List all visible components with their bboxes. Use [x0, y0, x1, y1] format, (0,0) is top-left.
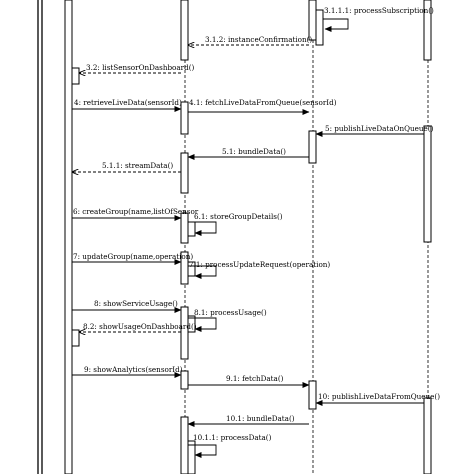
- message-arrow: [188, 265, 217, 279]
- activation-bar: [308, 130, 317, 164]
- message-label: 5.1: bundleData(): [222, 147, 286, 156]
- message-label: 8: showServiceUsage(): [94, 299, 178, 308]
- activation-bar: [308, 380, 317, 410]
- activation-bar: [308, 0, 317, 41]
- activation-bar: [315, 9, 324, 46]
- activation-bar: [187, 261, 196, 277]
- message-label: 5: publishLiveDataOnQueue(): [325, 124, 434, 133]
- activation-bar: [180, 416, 189, 474]
- message-label: 3.2: listSensorOnDashboard(): [86, 63, 195, 72]
- message-label: 7: updateGroup(name,operation): [73, 252, 193, 261]
- message-arrow: [188, 317, 217, 332]
- message-label: 6: createGroup(name,listOfSensor: [73, 207, 199, 216]
- activation-bar: [187, 221, 196, 237]
- activation-bar: [180, 101, 189, 135]
- message-label: 5.1.1: streamData(): [102, 161, 173, 170]
- message-arrow: [323, 18, 349, 32]
- message-arrow: [188, 221, 217, 236]
- message-arrow: [188, 444, 217, 458]
- message-label: 10: publishLiveDataFromQueue(): [318, 392, 440, 401]
- message-label: 7.1: processUpdateRequest(operation): [189, 260, 330, 269]
- message-label: 6.1: storeGroupDetails(): [194, 212, 283, 221]
- message-label: 10.1.1: processData(): [193, 433, 272, 442]
- message-label: 4: retrieveLiveData(sensorId): [74, 98, 182, 107]
- activation-bar: [180, 370, 189, 390]
- activation-bar: [71, 329, 80, 347]
- activation-bar: [423, 0, 432, 61]
- message-label: 3.1.2: instanceConfirmation(): [205, 35, 312, 44]
- activation-bar: [180, 306, 189, 360]
- message-label: 3.1.1.1: processSubscription(): [324, 6, 434, 15]
- message-label: 9: showAnalytics(sensorId): [84, 365, 183, 374]
- activation-bar: [180, 212, 189, 244]
- message-label: 9.1: fetchData(): [226, 374, 284, 383]
- activation-bar: [180, 152, 189, 194]
- activation-bar: [71, 67, 80, 85]
- activation-bar: [187, 315, 196, 333]
- activation-bar: [187, 440, 196, 474]
- message-label: 4.1: fetchLiveDataFromQueue(sensorId): [189, 98, 337, 107]
- message-label: 10.1: bundleData(): [226, 414, 295, 423]
- message-label: 8.2: showUsageOnDashboard(): [83, 322, 197, 331]
- activation-bar: [423, 125, 432, 243]
- activation-bar: [64, 0, 73, 474]
- message-label: 8.1: processUsage(): [194, 308, 267, 317]
- activation-bar: [180, 0, 189, 61]
- activation-bar: [423, 397, 432, 474]
